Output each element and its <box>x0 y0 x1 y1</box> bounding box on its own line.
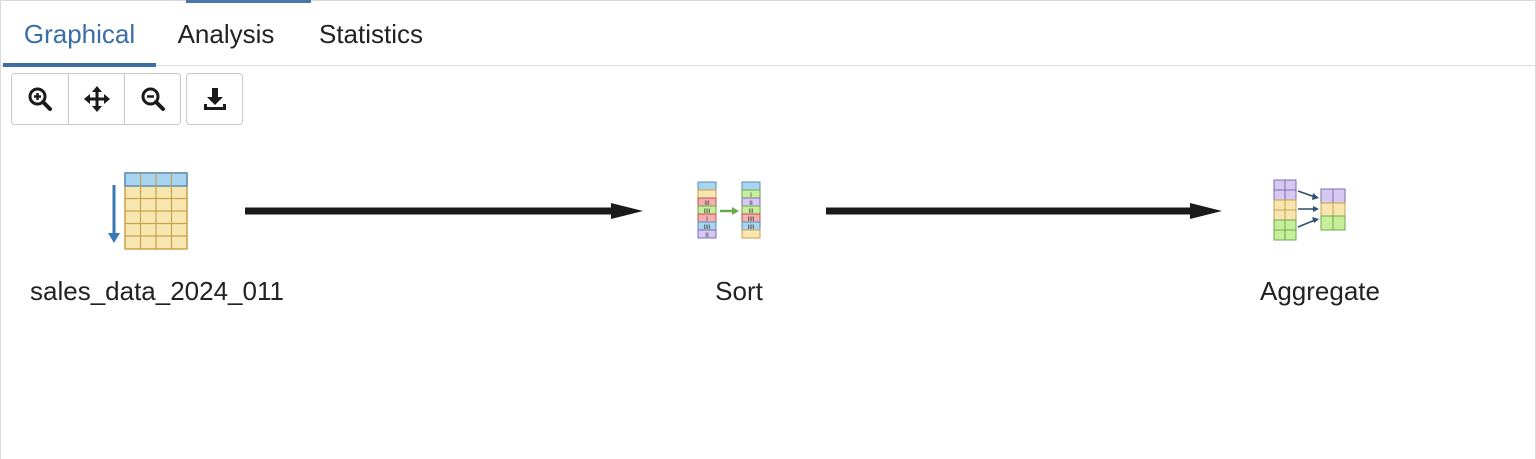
top-accent-bar <box>186 0 311 3</box>
edge-source-to-sort <box>245 203 643 219</box>
svg-text:III: III <box>748 208 754 215</box>
svg-text:III: III <box>704 200 710 207</box>
svg-text:II: II <box>705 232 709 239</box>
zoom-out-button[interactable] <box>124 74 180 124</box>
svg-text:I: I <box>750 192 752 199</box>
zoom-out-icon <box>141 87 165 111</box>
node-label-source: sales_data_2024_011 <box>30 276 284 306</box>
sort-icon[interactable]: III IIII I IIII II I II III IIII IIII <box>697 181 763 243</box>
download-icon <box>203 88 226 110</box>
aggregate-icon[interactable] <box>1273 179 1349 243</box>
tab-bar: Graphical Analysis Statistics <box>1 1 1535 67</box>
node-label-sort: Sort <box>715 276 763 306</box>
tab-analysis[interactable]: Analysis <box>177 19 275 49</box>
svg-text:IIII: IIII <box>747 224 754 231</box>
zoom-in-icon <box>28 87 52 111</box>
download-button[interactable] <box>187 74 242 124</box>
zoom-toolbar <box>11 73 181 125</box>
svg-text:IIII: IIII <box>747 216 754 223</box>
zoom-in-button[interactable] <box>12 74 68 124</box>
move-arrows-icon <box>83 86 110 112</box>
svg-text:IIII: IIII <box>703 224 710 231</box>
edge-sort-to-aggregate <box>826 203 1222 219</box>
node-label-aggregate: Aggregate <box>1260 276 1380 306</box>
svg-text:II: II <box>749 200 753 207</box>
tab-statistics[interactable]: Statistics <box>318 19 424 49</box>
download-toolbar <box>186 73 243 125</box>
svg-text:I: I <box>706 216 708 223</box>
pan-button[interactable] <box>68 74 124 124</box>
table-scan-icon[interactable] <box>105 171 191 251</box>
graph-canvas[interactable]: sales_data_2024_011 III IIII I IIII II <box>1 131 1535 459</box>
svg-text:IIII: IIII <box>703 208 710 215</box>
tab-graphical[interactable]: Graphical <box>3 1 156 67</box>
